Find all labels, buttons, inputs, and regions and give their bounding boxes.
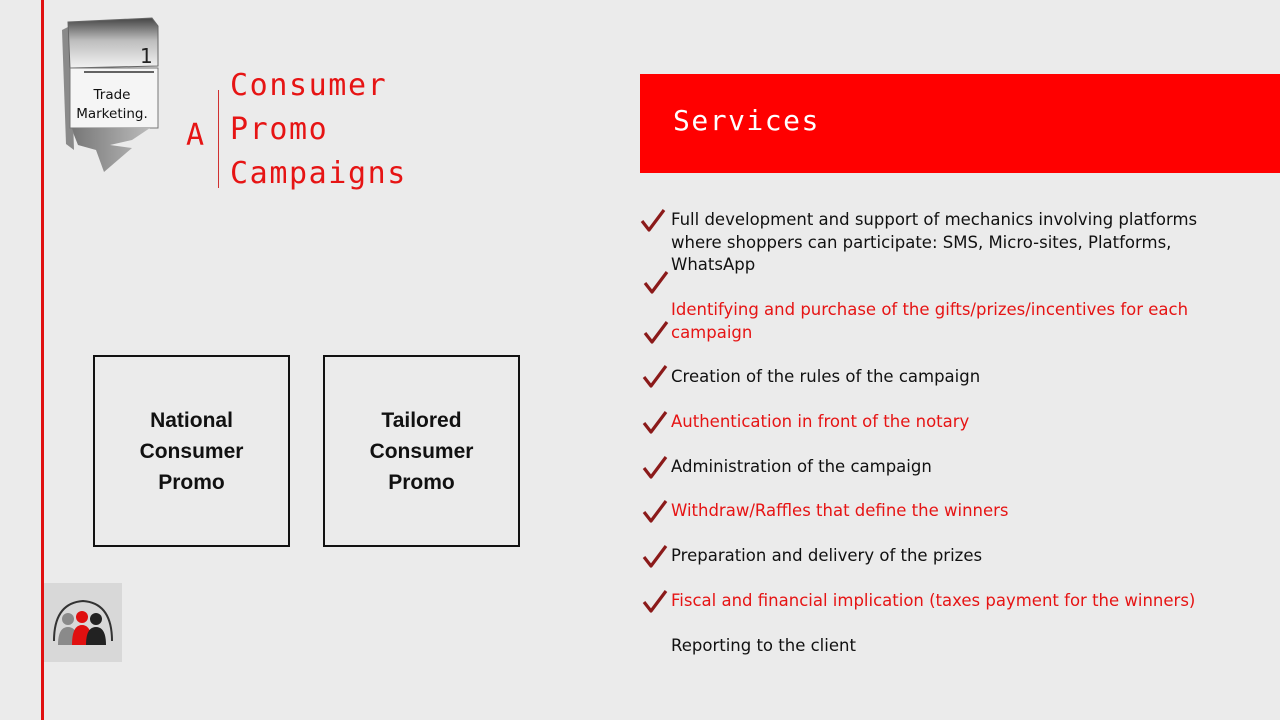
checkmark-icon [642, 545, 668, 568]
promo-box-label: Tailored Consumer Promo [370, 405, 474, 498]
badge-number: 1 [140, 44, 153, 68]
services-banner: Services [640, 74, 1280, 173]
checkmark-icon [643, 321, 669, 344]
title-separator [218, 90, 219, 188]
badge-line-1: Trade [93, 87, 131, 103]
promo-box-line: National [150, 408, 233, 432]
service-item: Administration of the campaign [671, 457, 932, 476]
promo-box-line: Promo [158, 470, 225, 494]
service-item: Authentication in front of the notary [671, 412, 970, 431]
checkmark-icon [642, 590, 668, 613]
company-logo [44, 583, 122, 662]
service-item: Preparation and delivery of the prizes [671, 546, 983, 565]
badge-label: Trade Marketing. [66, 86, 158, 124]
service-item: Withdraw/Raffles that define the winners [671, 501, 1009, 520]
people-logo-icon [53, 599, 113, 645]
service-item: Full development and support of mechanic… [671, 210, 1198, 274]
promo-box-label: National Consumer Promo [140, 405, 244, 498]
promo-box-line: Promo [388, 470, 455, 494]
checkmark-icon [643, 271, 669, 294]
services-heading: Services [673, 104, 820, 137]
promo-box-line: Tailored [381, 408, 462, 432]
badge-graphic [62, 17, 159, 172]
checkmark-icon [642, 411, 668, 434]
service-item: Reporting to the client [671, 636, 856, 655]
national-consumer-promo-box: National Consumer Promo [93, 355, 290, 547]
title-letter: A [186, 118, 205, 153]
promo-box-line: Consumer [369, 439, 474, 463]
promo-box-line: Consumer [139, 439, 244, 463]
service-item: Creation of the rules of the campaign [671, 367, 981, 386]
tailored-consumer-promo-box: Tailored Consumer Promo [323, 355, 520, 547]
badge-line-2: Marketing. [76, 106, 148, 122]
checkmark-icon [642, 456, 668, 479]
left-accent-line [41, 0, 44, 720]
checkmark-icon [642, 365, 668, 388]
service-item: Identifying and purchase of the gifts/pr… [671, 300, 1189, 342]
title-line-3: Campaigns [230, 156, 407, 191]
title-line-1: Consumer [230, 68, 388, 103]
checkmark-icon [640, 209, 666, 232]
title-line-2: Promo [230, 112, 329, 147]
checkmark-icon [642, 500, 668, 523]
service-item: Fiscal and financial implication (taxes … [671, 591, 1196, 610]
